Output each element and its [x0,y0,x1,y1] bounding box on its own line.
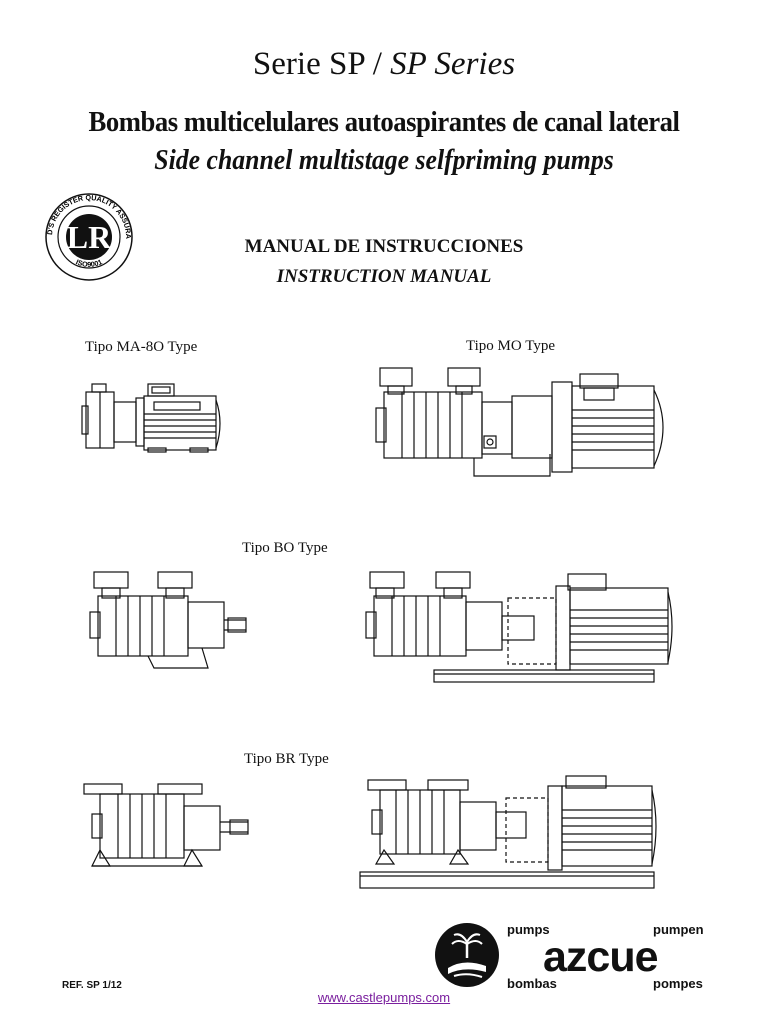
pump-drawing-bo-end [88,568,250,672]
brand-word-pompes: pompes [653,976,703,991]
type-label-ma80: Tipo MA-8O Type [85,339,198,355]
reference-code: REF. SP 1/12 [62,980,122,991]
type-label-mo: Tipo MO Type [466,338,555,354]
type-label-bo: Tipo BO Type [242,540,328,556]
pump-title-spanish: Bombas multicelulares autoaspirantes de … [88,106,680,138]
pump-drawing-br-motor [354,772,660,894]
seal-standard-text: ISO9001 [74,257,103,269]
pump-drawing-mo [374,364,676,482]
brand-word-bombas: bombas [507,976,557,991]
pump-drawing-ma80 [78,378,224,454]
svg-text:ISO9001: ISO9001 [74,257,103,269]
pump-drawing-bo-motor [362,568,676,686]
lloyds-quality-seal: LLOYD'S REGISTER QUALITY ASSURANCE ISO90… [37,185,138,282]
brand-word-pumpen: pumpen [653,922,704,937]
series-title-en: SP Series [390,46,516,82]
brand-name: azcue [543,933,659,981]
pump-drawing-br-end [80,780,252,872]
pump-title-english: Side channel multistage selfpriming pump… [154,145,614,176]
manual-title-english: INSTRUCTION MANUAL [276,266,492,287]
website-link[interactable]: www.castlepumps.com [317,990,451,1005]
type-label-br: Tipo BR Type [244,751,329,767]
svg-text:LR: LR [67,219,112,255]
manual-title-spanish: MANUAL DE INSTRUCCIONES [244,236,524,257]
brand-word-pumps: pumps [507,922,550,937]
azcue-logo-icon [434,922,500,988]
series-title-es: Serie SP / [252,46,382,82]
series-title: Serie SP / SP Series [0,46,768,83]
